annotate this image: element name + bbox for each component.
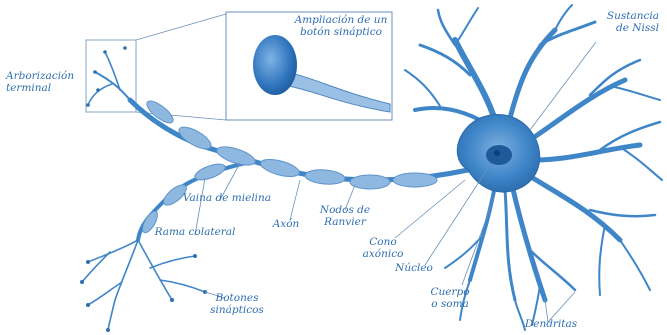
- label-arborization: Arborización terminal: [6, 70, 74, 94]
- label-ranvier: Nodos de Ranvier: [318, 204, 372, 228]
- label-collateral: Rama colateral: [152, 226, 238, 238]
- synaptic-buttons: [80, 46, 207, 332]
- label-soma: Cuerpo o soma: [424, 286, 476, 310]
- collateral-terminals: [82, 240, 205, 330]
- label-nissl: Sustancia de Nissl: [575, 10, 659, 34]
- label-synaptic-buttons: Botones sinápticos: [208, 292, 266, 316]
- label-nucleus: Núcleo: [392, 262, 436, 274]
- label-inset-title: Ampliación de un botón sináptico: [292, 14, 390, 38]
- label-axon: Axón: [268, 218, 304, 230]
- label-dendrites: Dendritas: [522, 318, 580, 330]
- label-axon-hillock: Cono axónico: [360, 236, 406, 260]
- label-myelin: Vaina de mielina: [182, 192, 272, 204]
- synaptic-knob-enlarged: [253, 35, 297, 95]
- soma: [457, 114, 539, 192]
